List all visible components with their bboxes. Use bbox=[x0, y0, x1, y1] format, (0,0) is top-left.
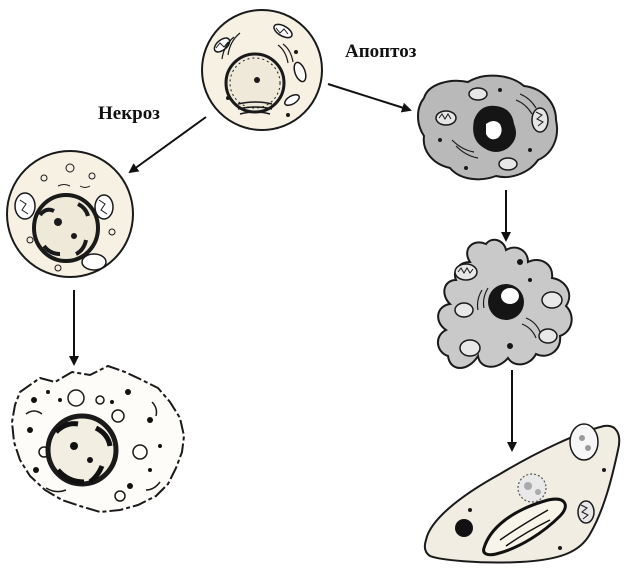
arrow-to-apoptosis bbox=[327, 83, 412, 113]
necrotic-swollen-cell bbox=[6, 150, 134, 278]
apoptotic-blebbing-cell bbox=[437, 238, 573, 369]
apoptotic-condensed-cell bbox=[417, 74, 558, 181]
normal-cell bbox=[201, 9, 323, 131]
apoptosis-label: Апоптоз bbox=[345, 41, 417, 62]
arrow-to-necrosis bbox=[128, 116, 207, 174]
phagocyte-with-apoptotic-bodies bbox=[423, 423, 621, 564]
necrosis-label: Некроз bbox=[98, 103, 160, 124]
necrotic-ruptured-cell bbox=[10, 364, 186, 514]
